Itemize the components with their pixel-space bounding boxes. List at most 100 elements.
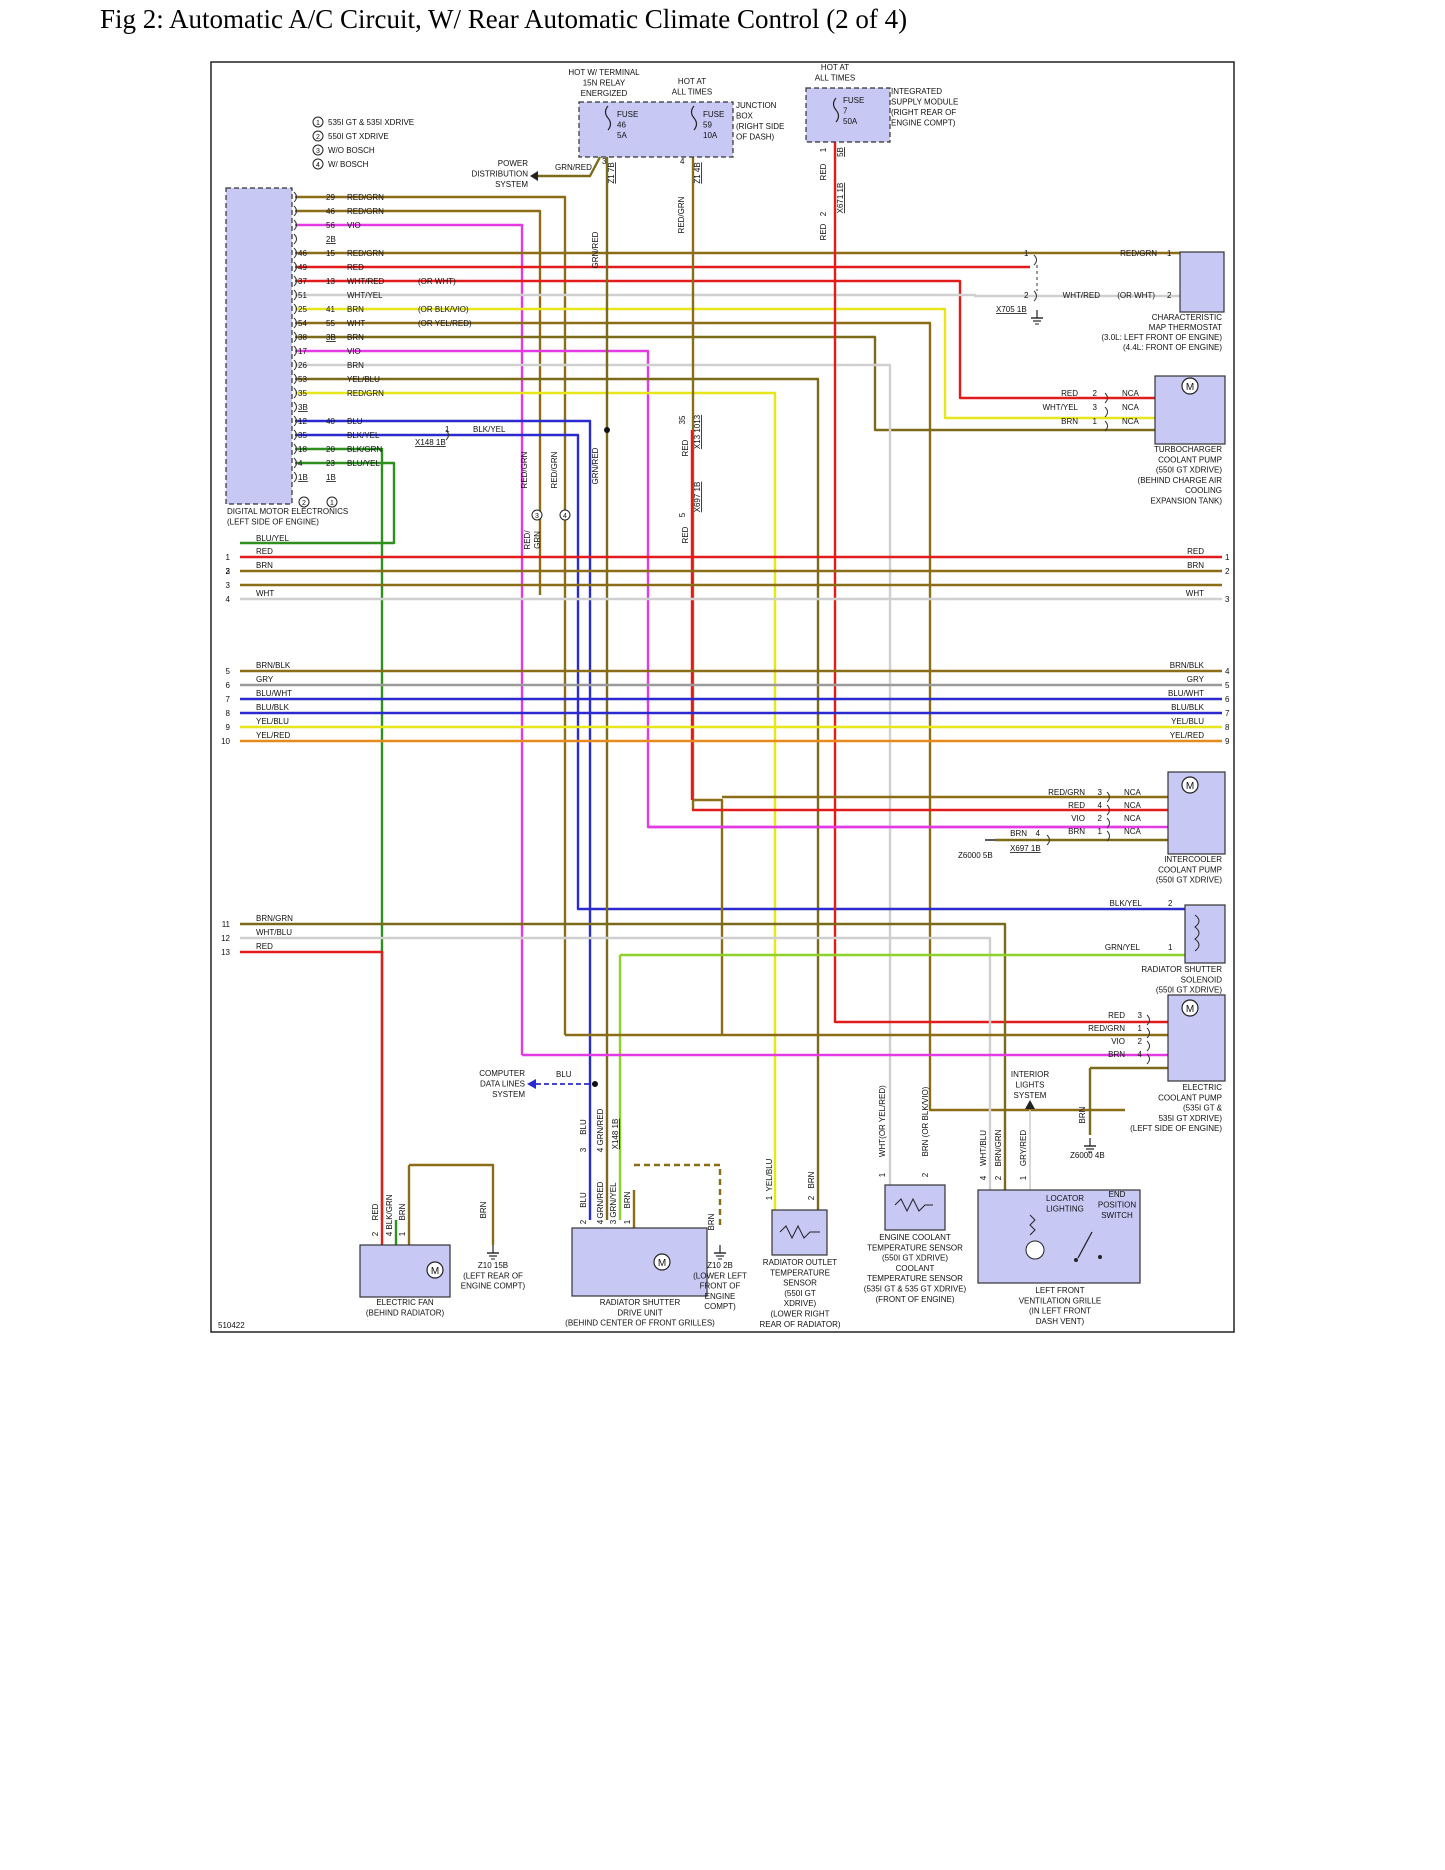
- wire-label: NCA: [1122, 389, 1140, 398]
- wire-blk-grn-18: [295, 447, 384, 1220]
- wire-label: BRN: [1010, 829, 1027, 838]
- x148-connector: [445, 429, 449, 441]
- wire-label: RED: [681, 439, 690, 456]
- vent-grille-label: (IN LEFT FRONT: [1029, 1307, 1091, 1316]
- end-switch-label: POSITION: [1098, 1201, 1136, 1210]
- wire-label: 2: [1098, 814, 1103, 823]
- wire-label: GRN/RED: [555, 163, 592, 172]
- dme-pin-wire: RED/GRN: [347, 249, 384, 258]
- wire-wht-blu-12: [240, 936, 992, 1205]
- wire-label: 3: [1098, 788, 1103, 797]
- legend-item: 535I GT & 535I XDRIVE: [328, 118, 414, 127]
- wire-yel-blu-53: [295, 377, 820, 1205]
- wire-label: 4: [596, 1147, 605, 1152]
- bus-right-label: RED: [1187, 547, 1204, 556]
- junction-box-label: BOX: [736, 112, 754, 121]
- wire-label: RED/GRN: [677, 196, 686, 233]
- wire-label: NCA: [1124, 827, 1142, 836]
- electric-fan-label: (BEHIND RADIATOR): [366, 1308, 445, 1317]
- wire-label: 1: [1098, 827, 1103, 836]
- fuse59-label: 59: [703, 121, 712, 130]
- wire-label: 4: [1036, 829, 1041, 838]
- z10-2b-label: FRONT OF: [700, 1282, 741, 1291]
- wire-label: RED: [1068, 801, 1085, 810]
- connector-mark: [1033, 290, 1037, 302]
- wire-label: Z1 4B: [693, 162, 702, 183]
- wire-label: 2: [819, 211, 828, 216]
- radiator-shutter-solenoid: [1184, 904, 1226, 964]
- wire-label: WHT/BLU: [979, 1130, 988, 1166]
- wire-label: 1: [1024, 249, 1029, 258]
- legend-number: 4: [563, 513, 567, 520]
- dme-pin-a: 3B: [298, 403, 308, 412]
- wire-label: 3: [579, 1147, 588, 1152]
- wire-label: RED/: [523, 530, 532, 550]
- wire-label: GRN/YEL: [1105, 943, 1141, 952]
- bus-number: 11: [222, 920, 231, 929]
- legend-number: 4: [316, 162, 320, 169]
- shutter-drive-label: (BEHIND CENTER OF FRONT GRILLES): [565, 1319, 715, 1328]
- wire-label: BRN: [479, 1201, 488, 1218]
- lamp-icon: [1025, 1240, 1045, 1260]
- electric-pump-label: 535I GT XDRIVE): [1159, 1114, 1223, 1123]
- junction-box-label: JUNCTION: [736, 101, 777, 110]
- z10-15b-label: (LEFT REAR OF: [463, 1271, 523, 1280]
- splice-dot: [592, 1081, 598, 1087]
- wire-label: GRN/RED: [596, 1108, 605, 1145]
- wire-label: RED: [371, 1203, 380, 1220]
- wire-label: RED/GRN: [550, 451, 559, 488]
- dme-pin-a: 1B: [298, 473, 308, 482]
- bus-label: WHT: [256, 589, 274, 598]
- solenoid-coil-icon: [1194, 914, 1200, 952]
- junction-box: [578, 101, 734, 158]
- ect-sensor-label: TEMPERATURE SENSOR: [867, 1243, 963, 1252]
- supply-module-label: ENGINE COMPT): [891, 119, 956, 128]
- computer-data-label: DATA LINES: [480, 1080, 525, 1089]
- interior-lights-label: INTERIOR: [1011, 1070, 1049, 1079]
- intercooler-label: (550I GT XDRIVE): [1156, 876, 1222, 885]
- legend-number-icon: [531, 509, 543, 521]
- dme-pin-wire: BRN: [347, 305, 364, 314]
- turbo-motor-icon: [1181, 377, 1199, 395]
- wire-label: BRN: [623, 1191, 632, 1208]
- bus-right-label: YEL/BLU: [1171, 717, 1204, 726]
- wire-label: X671 1B: [836, 183, 845, 214]
- dme-pin-connector: [293, 345, 297, 357]
- outlet-sensor-label: (550I GT: [784, 1289, 816, 1298]
- vent-grille-label: VENTILATION GRILLE: [1019, 1296, 1102, 1305]
- wire-label: NCA: [1124, 801, 1142, 810]
- wire-label: 4: [596, 1219, 605, 1224]
- turbo-pump-label: (BEHIND CHARGE AIR: [1138, 476, 1223, 485]
- page-title: Fig 2: Automatic A/C Circuit, W/ Rear Au…: [100, 4, 908, 34]
- wire-label: 3: [226, 567, 231, 576]
- dme-pin-a: 38: [298, 333, 307, 342]
- dme-pin-wire: RED/GRN: [347, 207, 384, 216]
- wire-label: 1: [398, 1231, 407, 1236]
- power-distribution-label: DISTRIBUTION: [472, 170, 529, 179]
- end-switch-label: END: [1109, 1190, 1126, 1199]
- motor-letter: M: [1186, 781, 1194, 792]
- fuse46-label: 46: [617, 121, 626, 130]
- wire-label: 1: [1168, 943, 1173, 952]
- wire-vio-56: [295, 223, 524, 1055]
- wire-label: 4: [1138, 1050, 1143, 1059]
- switch-contact: [1074, 1258, 1078, 1262]
- dme-pin-wire: WHT/RED: [347, 277, 385, 286]
- fuse59-label: 10A: [703, 131, 718, 140]
- wire-label: WHT/RED: [1063, 291, 1101, 300]
- junction-box-label: (RIGHT SIDE: [736, 122, 784, 131]
- wire-label: RED: [681, 526, 690, 543]
- ect-sensor-label: (550I GT XDRIVE): [882, 1254, 948, 1263]
- splice-dot: [604, 427, 610, 433]
- bus-label: RED: [256, 547, 273, 556]
- dme-pin-wire: BLU/YEL: [347, 459, 380, 468]
- wire-label: RED/GRN: [1088, 1024, 1125, 1033]
- outlet-sensor-label: XDRIVE): [784, 1299, 817, 1308]
- wire-brn-25: [295, 307, 1125, 420]
- dme-pin-b: 23: [326, 459, 335, 468]
- bus-number: 4: [226, 595, 231, 604]
- dme-pin-connector: [293, 415, 297, 427]
- wire-label: BLK/GRN: [385, 1194, 394, 1229]
- wire-wht-red-37: [295, 279, 1125, 400]
- fuse59-label: FUSE: [703, 110, 724, 119]
